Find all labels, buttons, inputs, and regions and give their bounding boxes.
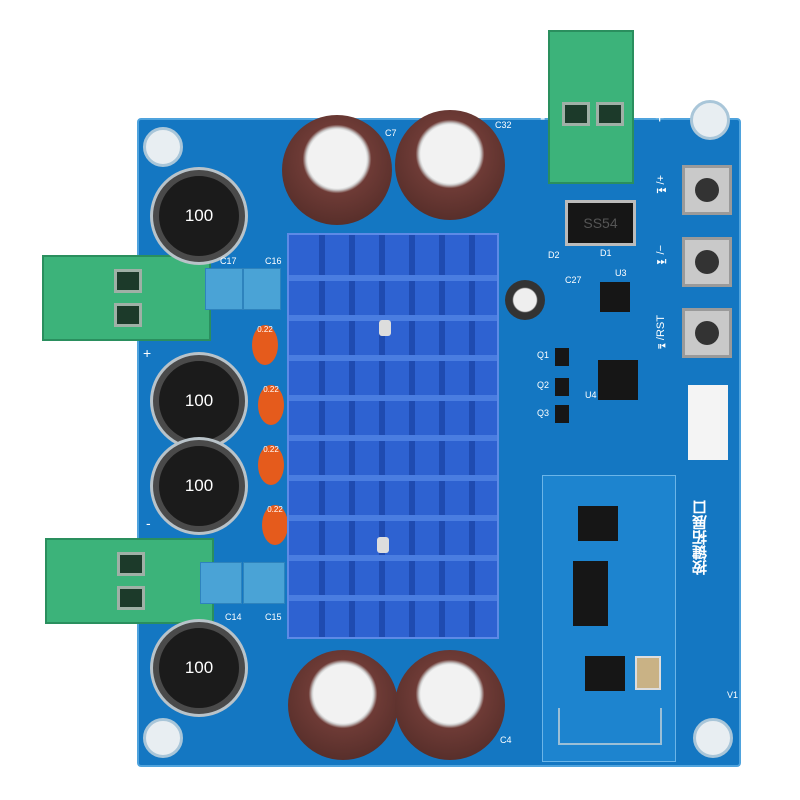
film-capacitor [243,268,281,310]
play-pause-reset-button[interactable] [682,308,732,358]
label-q2: Q2 [537,380,550,390]
inductor: 100 [153,622,245,714]
label-c14: C14 [225,612,242,622]
plus-mark: + [143,345,152,361]
electrolytic-capacitor [282,115,392,225]
bluetooth-module [542,475,676,762]
heatsink [287,233,499,639]
film-capacitor [205,268,243,310]
label-c27: C27 [565,275,582,285]
label-c15: C15 [265,612,282,622]
expansion-port-label: 按键拓展口 [692,500,709,575]
minus-mark: - [540,110,546,127]
electrolytic-capacitor [288,650,398,760]
ic-chip [598,360,638,400]
film-capacitor [243,562,285,604]
small-capacitor [505,280,545,320]
label-c4: C4 [500,735,512,745]
label-q3: Q3 [537,408,550,418]
prev-volume-down-button[interactable] [682,237,732,287]
power-terminal-block [548,30,634,184]
inductor: 100 [153,170,245,262]
inductor: 100 [153,355,245,447]
minus-mark: - [146,515,151,531]
label-v1: V1 [727,690,739,700]
transistor [555,348,569,366]
mounting-hole [693,718,733,758]
speaker-terminal-left [42,255,211,341]
film-capacitor [200,562,242,604]
film-capacitor-orange: 0.22 [258,445,284,485]
label-c7: C7 [385,128,397,138]
label-d2: D2 [548,250,560,260]
label-d1: D1 [600,248,612,258]
mounting-hole [143,127,183,167]
button-label: ⏯/RST [655,315,667,352]
film-capacitor-orange: 0.22 [252,325,278,365]
button-label: ⏮/− [655,245,667,266]
label-c16: C16 [265,256,282,266]
next-volume-up-button[interactable] [682,165,732,215]
antenna-trace [558,708,662,745]
schottky-diode: SS54 [565,200,636,246]
speaker-terminal-right [45,538,214,624]
label-c32: C32 [495,120,512,130]
film-capacitor-orange: 0.22 [262,505,288,545]
electrolytic-capacitor [395,650,505,760]
transistor [555,378,569,396]
label-u4: U4 [585,390,597,400]
mounting-hole [143,718,183,758]
label-c17: C17 [220,256,237,266]
voltage-regulator [600,282,630,312]
label-q1: Q1 [537,350,550,360]
mounting-hole [690,100,730,140]
inductor: 100 [153,440,245,532]
button-label: ⏭/+ [655,175,667,196]
film-capacitor-orange: 0.22 [258,385,284,425]
plus-mark: + [655,110,665,127]
transistor [555,405,569,423]
expansion-connector [688,385,728,460]
label-u3: U3 [615,268,627,278]
electrolytic-capacitor [395,110,505,220]
